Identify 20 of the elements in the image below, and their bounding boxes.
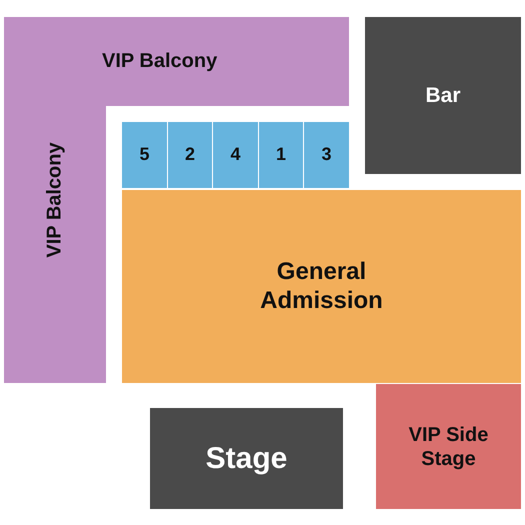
- seating-area: [122, 122, 167, 188]
- seating-area: [365, 17, 521, 174]
- seating-area: [213, 122, 258, 188]
- seating-area: [150, 408, 343, 509]
- area-label: 3: [321, 144, 332, 166]
- area-label: 1: [276, 144, 286, 166]
- seating-area: [168, 122, 212, 188]
- area-label: Bar: [425, 82, 461, 108]
- area-label: Stage: [206, 440, 288, 476]
- seating-area: [122, 190, 521, 383]
- area-label: 5: [139, 144, 150, 166]
- seating-area: [259, 122, 303, 188]
- area-label: 2: [184, 144, 195, 166]
- area-label: General Admission: [259, 258, 384, 316]
- seating-area: [376, 384, 521, 509]
- area-label: 4: [230, 144, 240, 166]
- seating-area: [304, 122, 349, 188]
- area-label: VIP Balcony: [44, 142, 66, 258]
- area-label: VIP Side Stage: [408, 422, 490, 470]
- area-label: VIP Balcony: [102, 50, 218, 73]
